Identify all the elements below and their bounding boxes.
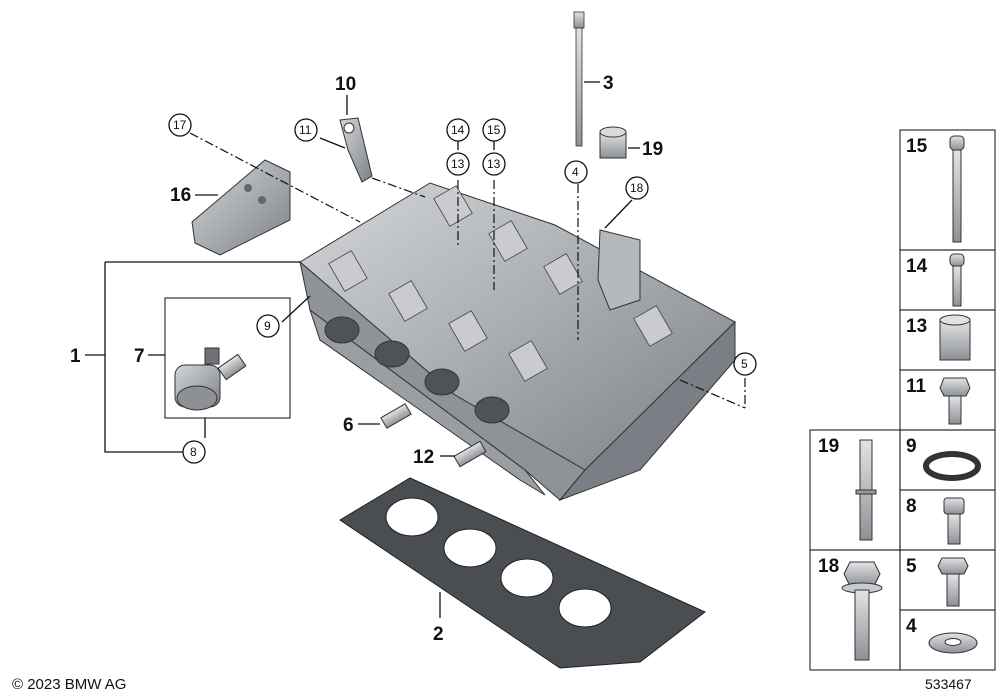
label-1: 1 bbox=[70, 346, 81, 367]
label-18: 18 bbox=[630, 181, 644, 195]
label-4: 4 bbox=[572, 165, 579, 179]
label-7: 7 bbox=[134, 346, 145, 367]
panel-label-19: 19 bbox=[818, 436, 839, 457]
panel-label-5: 5 bbox=[906, 556, 917, 577]
label-13a: 13 bbox=[451, 157, 465, 171]
oil-module bbox=[191, 159, 291, 256]
label-9: 9 bbox=[264, 319, 271, 333]
label-15: 15 bbox=[487, 123, 501, 137]
panel-part-18 bbox=[841, 561, 883, 661]
label-14: 14 bbox=[451, 123, 465, 137]
panel-label-4: 4 bbox=[906, 616, 917, 637]
panel-part-15 bbox=[949, 135, 965, 243]
label-11: 11 bbox=[299, 123, 312, 137]
panel-part-8 bbox=[943, 497, 965, 545]
solenoid-valve bbox=[174, 347, 247, 411]
side-panel: 15 14 13 11 9 8 5 4 19 18 bbox=[809, 129, 996, 671]
sleeve bbox=[599, 126, 627, 159]
panel-part-14 bbox=[949, 253, 965, 307]
panel-part-5 bbox=[937, 557, 969, 607]
long-bolt bbox=[573, 11, 585, 147]
panel-label-13: 13 bbox=[906, 316, 927, 337]
panel-label-14: 14 bbox=[906, 256, 928, 277]
panel-label-18: 18 bbox=[818, 556, 839, 577]
label-10: 10 bbox=[335, 74, 356, 95]
panel-part-11 bbox=[939, 377, 971, 425]
bracket-10 bbox=[339, 117, 373, 183]
label-13b: 13 bbox=[487, 157, 501, 171]
label-8: 8 bbox=[190, 445, 197, 459]
panel-label-15: 15 bbox=[906, 136, 928, 157]
panel-label-9: 9 bbox=[906, 436, 917, 457]
label-16: 16 bbox=[170, 185, 191, 206]
panel-label-8: 8 bbox=[906, 496, 917, 517]
label-6: 6 bbox=[343, 415, 354, 436]
sensor-12 bbox=[453, 440, 487, 468]
head-gasket bbox=[339, 477, 706, 669]
panel-part-13 bbox=[939, 314, 971, 361]
label-17: 17 bbox=[173, 118, 187, 132]
panel-label-11: 11 bbox=[906, 376, 927, 397]
sensor-6 bbox=[380, 403, 412, 429]
panel-part-19 bbox=[855, 439, 877, 541]
label-5: 5 bbox=[741, 357, 748, 371]
label-3: 3 bbox=[603, 73, 614, 94]
cylinder-head bbox=[299, 182, 736, 502]
copyright-text: © 2023 BMW AG bbox=[12, 676, 127, 693]
label-19: 19 bbox=[642, 139, 663, 160]
leader-lines bbox=[85, 81, 746, 618]
panel-part-4 bbox=[928, 632, 978, 654]
label-12: 12 bbox=[413, 447, 434, 468]
document-number: 533467 bbox=[925, 676, 972, 692]
label-2: 2 bbox=[433, 624, 444, 645]
callout-circles bbox=[168, 113, 757, 464]
panel-part-9 bbox=[923, 451, 981, 481]
